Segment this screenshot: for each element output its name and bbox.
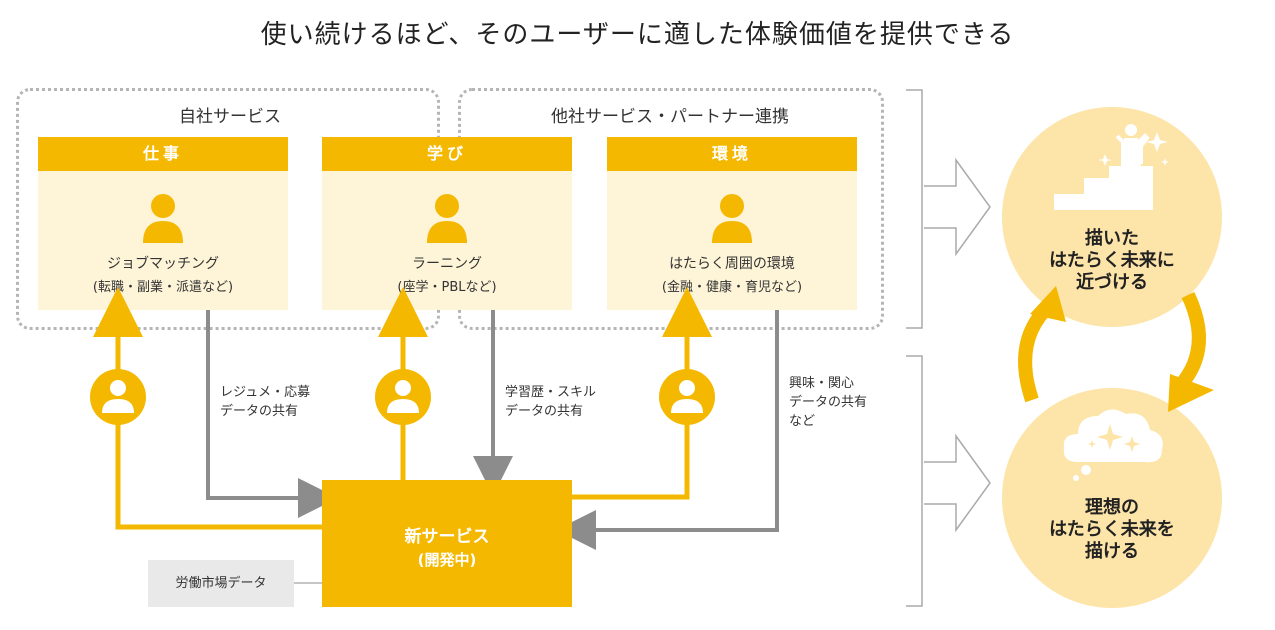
- edge-label-interest: 興味・関心 データの共有 など: [789, 376, 868, 429]
- cycle-arrows: [1018, 286, 1214, 412]
- goal-bottom-text: 理想の はたらく未来を 描ける: [1012, 497, 1212, 563]
- stairs-achievement-icon: [1054, 124, 1169, 210]
- card-environment-title: はたらく周囲の環境: [669, 256, 795, 272]
- partner-services-label: 他社サービス・パートナー連携: [551, 107, 789, 127]
- labor-market-data-box: 労働市場データ: [148, 560, 294, 607]
- edge-label-resume: レジュメ・応募 データの共有: [220, 385, 311, 419]
- card-work-title: ジョブマッチング: [107, 256, 219, 272]
- card-learning-body: ラーニング (座学・PBLなど): [322, 171, 572, 310]
- bracket-arrows: [906, 89, 991, 607]
- new-service-box: 新サービス (開発中): [322, 480, 572, 607]
- card-environment: 環境 はたらく周囲の環境 (金融・健康・育児など): [607, 137, 857, 310]
- card-learning-title: ラーニング: [412, 256, 482, 272]
- own-services-label: 自社サービス: [179, 107, 281, 127]
- goal-top-text: 描いた はたらく未来に 近づける: [1012, 228, 1212, 294]
- person-icon: [427, 194, 467, 243]
- user-circle-icon: [375, 369, 431, 425]
- connector-lines: [90, 287, 779, 584]
- flow-work-data: [206, 310, 338, 518]
- page-title: 使い続けるほど、そのユーザーに適した体験価値を提供できる: [260, 20, 1015, 50]
- card-environment-body: はたらく周囲の環境 (金融・健康・育児など): [607, 171, 857, 310]
- goal-bottom-line3: 描ける: [1085, 541, 1139, 562]
- flow-environment-data: [556, 310, 779, 550]
- person-icon: [143, 194, 183, 243]
- card-work-head: 仕事: [38, 137, 288, 171]
- edge-label-learning: 学習歴・スキル データの共有: [505, 385, 597, 419]
- goal-top-line1: 描いた: [1085, 228, 1139, 249]
- thought-cloud-icon: [1063, 409, 1163, 481]
- goal-top-line2: はたらく未来に: [1049, 250, 1175, 271]
- user-circle-icon: [659, 369, 715, 425]
- goal-bottom-line2: はたらく未来を: [1049, 519, 1175, 540]
- card-environment-head: 環境: [607, 137, 857, 171]
- card-learning-head: 学び: [322, 137, 572, 171]
- new-service-title: 新サービス: [404, 527, 490, 547]
- user-circle-icon: [90, 369, 146, 425]
- person-icon: [712, 194, 752, 243]
- goal-circle-top: [1002, 107, 1222, 327]
- new-service-sub: (開発中): [417, 551, 477, 569]
- goal-bottom-line1: 理想の: [1085, 497, 1139, 518]
- goal-top-line3: 近づける: [1076, 272, 1148, 293]
- card-learning: 学び ラーニング (座学・PBLなど): [322, 137, 572, 310]
